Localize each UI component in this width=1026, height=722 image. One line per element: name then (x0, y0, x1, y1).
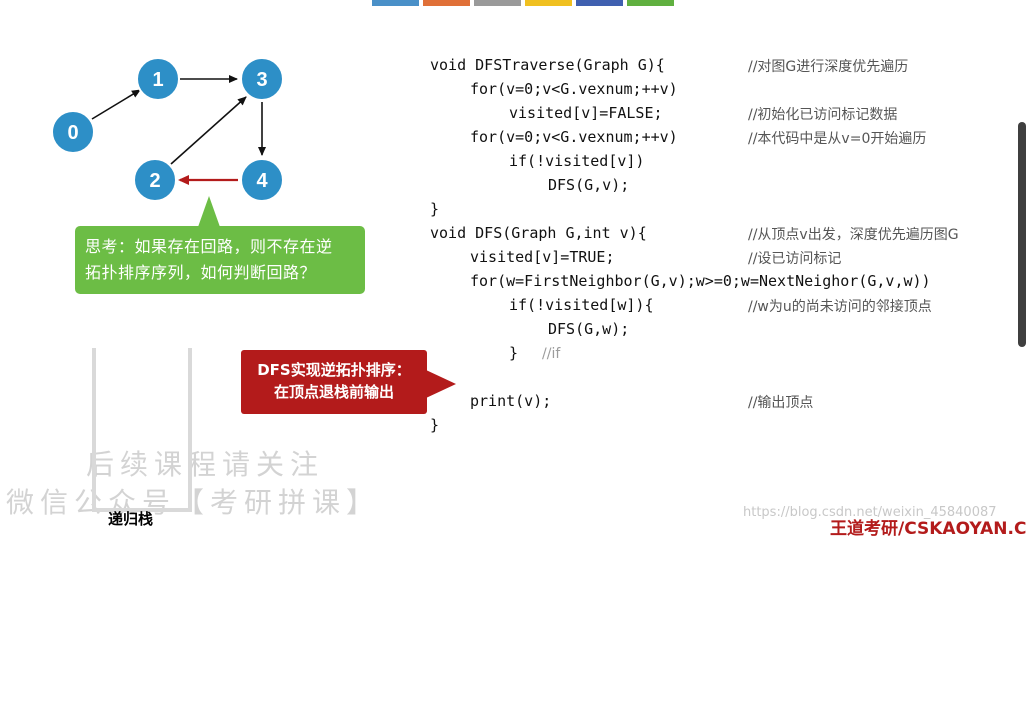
code-comment-8: //从顶点v出发，深度优先遍历图G (748, 227, 959, 243)
code-line-12: DFS(G,w); (548, 320, 629, 344)
scrollbar[interactable] (1018, 122, 1026, 347)
think-callout: 思考：如果存在回路，则不存在逆 拓扑排序序列，如何判断回路？ (75, 226, 365, 294)
svg-text:4: 4 (256, 170, 268, 192)
code-comment-14: //输出顶点 (748, 395, 814, 411)
code-text-4: for(v=0;v<G.vexnum;++v) (470, 128, 678, 146)
directed-graph: 0 1 2 3 4 (51, 57, 284, 202)
code-line-9: visited[v]=TRUE; (470, 248, 615, 272)
svg-text:2: 2 (149, 170, 160, 192)
node-1: 1 (136, 57, 180, 101)
code-text-14: print(v); (470, 392, 552, 410)
code-text-15: } (430, 416, 440, 434)
code-line-8: void DFS(Graph G,int v){ (430, 224, 647, 248)
code-block: void DFSTraverse(Graph G){ //对图G进行深度优先遍历… (430, 56, 1020, 476)
edge-0-1 (91, 89, 141, 120)
code-line-2: for(v=0;v<G.vexnum;++v) (470, 80, 678, 104)
code-text-8: void DFS(Graph G,int v){ (430, 224, 647, 242)
code-text-3: visited[v]=FALSE; (509, 104, 663, 122)
header-color-strip (372, 0, 674, 6)
code-text-12: DFS(G,w); (548, 320, 630, 338)
svg-text:0: 0 (67, 122, 78, 144)
dfs-callout-line1: DFS实现逆拓扑排序： (257, 361, 411, 379)
code-text-10: for(w=FirstNeighbor(G,v);w>=0;w=NextNeig… (470, 272, 931, 290)
recursion-stack (92, 348, 192, 512)
strip-gray (474, 0, 521, 6)
strip-orange (423, 0, 470, 6)
code-text-2: for(v=0;v<G.vexnum;++v) (470, 80, 678, 98)
code-line-14: print(v); (470, 392, 551, 416)
dfs-callout-line2: 在顶点退栈前输出 (273, 383, 394, 401)
code-text-9: visited[v]=TRUE; (470, 248, 615, 266)
node-0: 0 (51, 110, 95, 154)
code-line-7: } (430, 200, 439, 224)
footer-brand: 王道考研/CSKAOYAN.C (830, 519, 1026, 539)
code-comment-4: //本代码中是从v=0开始遍历 (748, 131, 927, 147)
node-3: 3 (240, 57, 284, 101)
code-text-6: DFS(G,v); (548, 176, 630, 194)
code-text-13: } (509, 344, 519, 362)
strip-yellow (525, 0, 572, 6)
code-comment-11: //w为u的尚未访问的邻接顶点 (748, 299, 932, 315)
edge-2-3 (170, 96, 247, 165)
code-comment-3: //初始化已访问标记数据 (748, 107, 898, 123)
code-line-6: DFS(G,v); (548, 176, 629, 200)
code-comment-13: //if (542, 346, 561, 362)
svg-text:1: 1 (152, 69, 163, 91)
node-2: 2 (133, 158, 177, 202)
svg-text:3: 3 (256, 69, 267, 91)
code-comment-1: //对图G进行深度优先遍历 (748, 59, 909, 75)
dfs-callout-pointer (426, 370, 456, 398)
code-comment-9: //设已访问标记 (748, 251, 842, 267)
code-line-3: visited[v]=FALSE; (509, 104, 663, 128)
think-callout-line2: 拓扑排序序列，如何判断回路？ (85, 263, 317, 282)
think-callout-pointer (198, 196, 220, 227)
think-callout-line1: 思考：如果存在回路，则不存在逆 (85, 237, 333, 256)
stack-label: 递归栈 (108, 510, 154, 528)
watermark-line2: 微信公众号【考研拼课】 (6, 486, 381, 519)
code-text-11: if(!visited[w]){ (509, 296, 654, 314)
code-text-7: } (430, 200, 440, 218)
code-text-5: if(!visited[v]) (509, 152, 645, 170)
dfs-callout: DFS实现逆拓扑排序： 在顶点退栈前输出 (241, 350, 427, 414)
strip-navy (576, 0, 623, 6)
strip-green (627, 0, 674, 6)
watermark-line1: 后续课程请关注 (86, 448, 325, 481)
code-line-1: void DFSTraverse(Graph G){ (430, 56, 665, 80)
code-line-5: if(!visited[v]) (509, 152, 644, 176)
code-line-4: for(v=0;v<G.vexnum;++v) (470, 128, 678, 152)
code-line-11: if(!visited[w]){ (509, 296, 654, 320)
code-line-15: } (430, 416, 439, 440)
node-4: 4 (240, 158, 284, 202)
footer-url: https://blog.csdn.net/weixin_45840087 (743, 505, 997, 520)
code-text-1: void DFSTraverse(Graph G){ (430, 56, 665, 74)
strip-blue (372, 0, 419, 6)
code-line-10: for(w=FirstNeighbor(G,v);w>=0;w=NextNeig… (470, 272, 931, 296)
code-line-13: } //if (509, 344, 560, 368)
